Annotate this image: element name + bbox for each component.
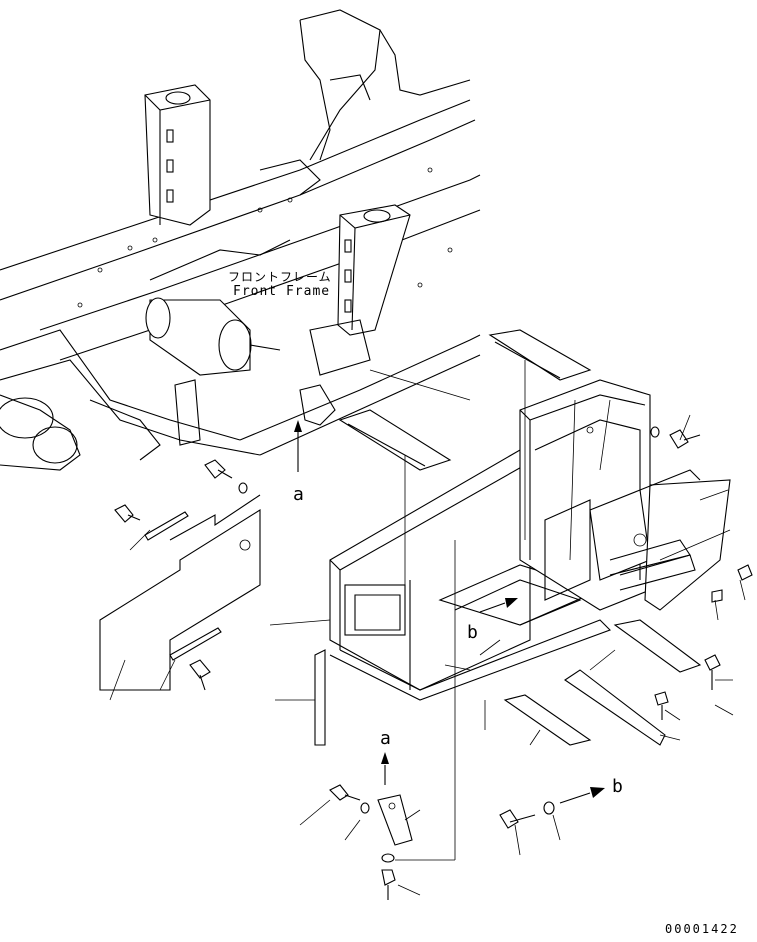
battery-box-frame [329, 379, 731, 701]
view-label-b-inner: b [467, 622, 478, 643]
cover-plates [314, 329, 702, 746]
view-label-a-upper: a [293, 484, 304, 505]
frame-label-english: Front Frame [233, 284, 331, 299]
front-frame [0, 9, 481, 471]
frame-label-japanese: フロントフレーム [228, 270, 332, 284]
leader-lines [109, 360, 746, 896]
view-arrow-b-inner [479, 598, 518, 613]
washers [238, 426, 723, 863]
view-arrow-b-lower [559, 787, 605, 804]
view-arrow-a-lower [381, 752, 389, 785]
drawing-number: 00001422 [665, 922, 739, 936]
view-label-a-lower: a [380, 728, 391, 749]
view-arrow-a-upper [294, 420, 302, 472]
view-label-b-lower: b [612, 776, 623, 797]
left-cover-plate [99, 494, 261, 691]
bolts [114, 429, 753, 900]
